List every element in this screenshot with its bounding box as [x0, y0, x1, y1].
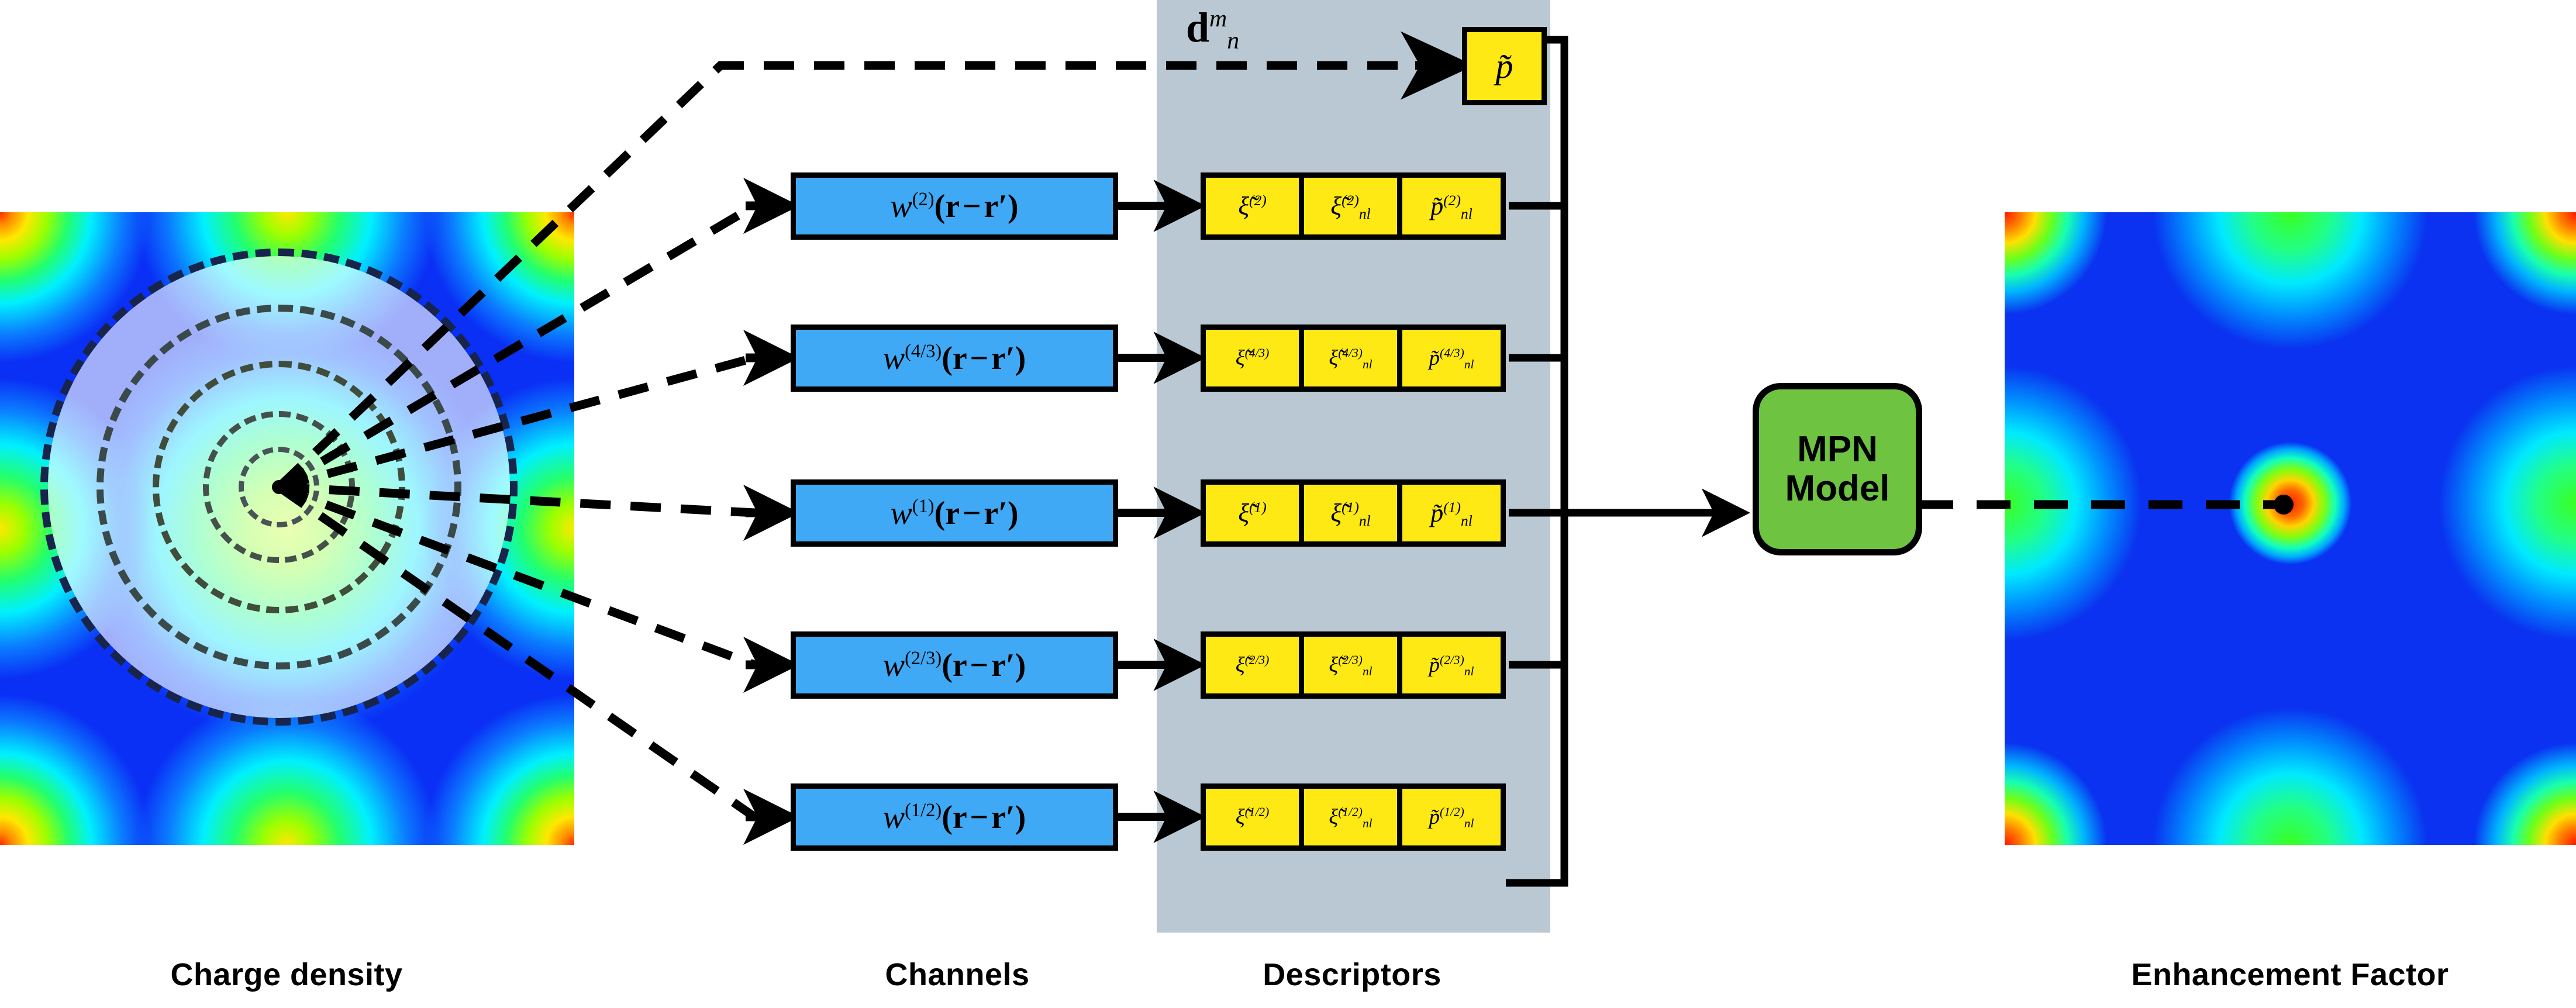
caption-descriptors: Descriptors: [1263, 957, 1442, 992]
input-descriptor-superscript: m: [1209, 5, 1227, 33]
channel-box-1[interactable]: w(2)(r − r′): [791, 172, 1118, 240]
descriptor-r4-c3-symbol: p̃(2/3)nl: [1429, 653, 1474, 678]
descriptor-r2-c1-symbol: ξ̃(4/3): [1235, 346, 1270, 370]
enhancement-factor-colormap: [2005, 212, 2576, 845]
input-descriptor-label: dmn: [1186, 4, 1240, 54]
mpn-model-line-1: MPN: [1797, 429, 1878, 470]
descriptor-box-r1-c2[interactable]: ξ̃(2)nl: [1299, 172, 1402, 240]
descriptor-r1-c3-symbol: p̃(2)nl: [1430, 192, 1473, 223]
channel-box-5[interactable]: w(1/2)(r − r′): [791, 783, 1118, 851]
channel-box-4[interactable]: w(2/3)(r − r′): [791, 631, 1118, 699]
descriptor-box-r3-c1[interactable]: ξ̃(1): [1201, 479, 1304, 547]
descriptor-box-r2-c1[interactable]: ξ̃(4/3): [1201, 325, 1304, 392]
input-descriptor-subscript: n: [1227, 27, 1240, 54]
descriptor-box-r3-c3[interactable]: p̃(1)nl: [1397, 479, 1506, 547]
descriptor-r3-c2-symbol: ξ̃(1)nl: [1330, 499, 1371, 530]
descriptor-p-scalar-symbol: p̃: [1495, 46, 1513, 85]
channel-2-formula: w(4/3)(r − r′): [882, 340, 1026, 377]
descriptor-r2-c3-symbol: p̃(4/3)nl: [1429, 346, 1474, 371]
descriptor-box-r4-c3[interactable]: p̃(2/3)nl: [1397, 631, 1506, 699]
descriptor-box-r3-c2[interactable]: ξ̃(1)nl: [1299, 479, 1402, 547]
descriptor-box-r2-c3[interactable]: p̃(4/3)nl: [1397, 325, 1506, 392]
caption-charge-density: Charge density: [170, 957, 403, 992]
descriptor-box-r4-c1[interactable]: ξ̃(2/3): [1201, 631, 1304, 699]
descriptor-box-r5-c1[interactable]: ξ̃(1/2): [1201, 783, 1304, 851]
input-descriptor-base: d: [1186, 4, 1210, 51]
descriptor-r5-c3-symbol: p̃(1/2)nl: [1429, 805, 1474, 830]
descriptor-box-r5-c3[interactable]: p̃(1/2)nl: [1397, 783, 1506, 851]
mpn-model-box[interactable]: MPN Model: [1753, 383, 1922, 555]
descriptor-r3-c3-symbol: p̃(1)nl: [1430, 499, 1473, 530]
channel-box-2[interactable]: w(4/3)(r − r′): [791, 325, 1118, 392]
descriptor-r5-c1-symbol: ξ̃(1/2): [1235, 805, 1270, 829]
descriptor-box-r1-c1[interactable]: ξ̃(2): [1201, 172, 1304, 240]
descriptor-box-r1-c3[interactable]: p̃(2)nl: [1397, 172, 1506, 240]
descriptor-r4-c1-symbol: ξ̃(2/3): [1235, 653, 1270, 677]
channel-1-formula: w(2)(r − r′): [890, 188, 1019, 225]
mpn-model-line-2: Model: [1785, 468, 1890, 509]
descriptor-box-r5-c2[interactable]: ξ̃(1/2)nl: [1299, 783, 1402, 851]
channel-5-formula: w(1/2)(r − r′): [882, 799, 1026, 836]
charge-density-rings: [0, 212, 574, 845]
channel-4-formula: w(2/3)(r − r′): [882, 647, 1026, 683]
descriptor-box-r2-c2[interactable]: ξ̃(4/3)nl: [1299, 325, 1402, 392]
enhancement-factor-image: [2005, 212, 2576, 845]
ring-5: [239, 447, 319, 527]
descriptor-r2-c2-symbol: ξ̃(4/3)nl: [1329, 346, 1373, 371]
channel-3-formula: w(1)(r − r′): [890, 495, 1019, 531]
caption-channels: Channels: [885, 957, 1030, 992]
descriptor-r1-c2-symbol: ξ̃(2)nl: [1330, 192, 1371, 223]
descriptor-r4-c2-symbol: ξ̃(2/3)nl: [1329, 653, 1373, 678]
descriptor-r3-c1-symbol: ξ̃(1): [1238, 499, 1267, 527]
caption-enhancement-factor: Enhancement Factor: [2131, 957, 2449, 992]
descriptor-box-r4-c2[interactable]: ξ̃(2/3)nl: [1299, 631, 1402, 699]
charge-density-image: [0, 212, 574, 845]
descriptor-r1-c1-symbol: ξ̃(2): [1238, 192, 1267, 220]
descriptor-r5-c2-symbol: ξ̃(1/2)nl: [1329, 805, 1373, 830]
descriptor-box-p-scalar[interactable]: p̃: [1462, 27, 1547, 105]
channel-box-3[interactable]: w(1)(r − r′): [791, 479, 1118, 547]
